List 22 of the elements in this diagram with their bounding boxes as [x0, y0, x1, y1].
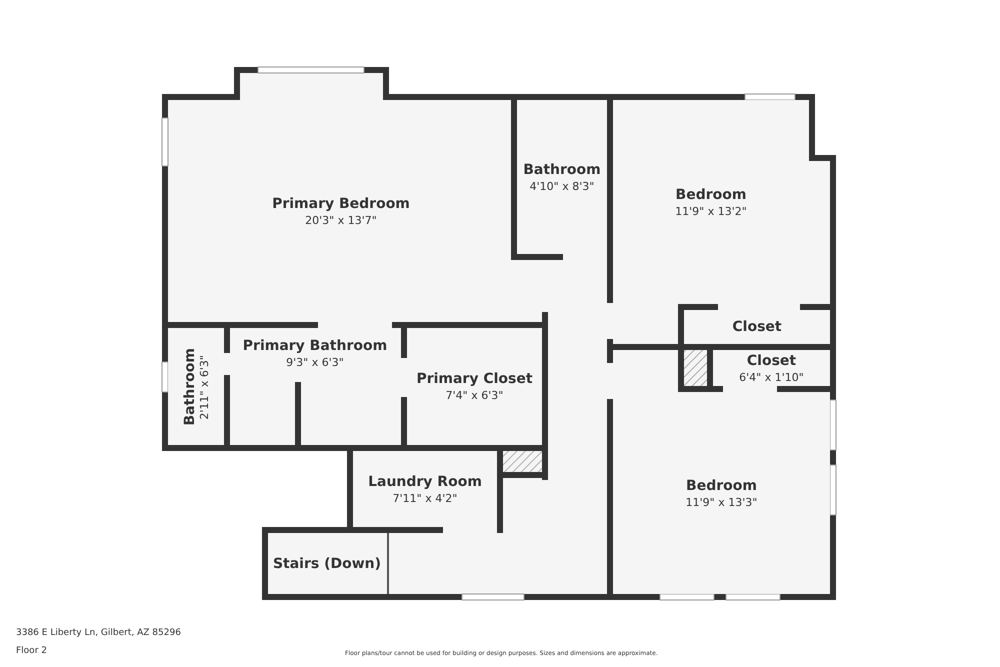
- room-name: Laundry Room: [368, 474, 482, 490]
- address-text: 3386 E Liberty Ln, Gilbert, AZ 85296: [16, 628, 181, 638]
- room-name: Bathroom: [182, 348, 198, 426]
- room-dimensions: 11'9" x 13'2": [675, 204, 747, 218]
- floor-label: Floor 2: [16, 646, 47, 656]
- room-name: Primary Bedroom: [272, 196, 410, 212]
- room-dimensions: 11'9" x 13'3": [686, 496, 758, 508]
- room-dimensions: 7'11" x 4'2": [392, 492, 458, 504]
- room-dimensions: 20'3" x 13'7": [305, 214, 377, 226]
- room-dimensions: 2'11" x 6'3": [198, 355, 210, 420]
- room-dimensions: 6'4" x 1'10": [739, 370, 804, 384]
- room-name: Bathroom: [523, 162, 601, 178]
- room-name: Primary Bathroom: [242, 338, 388, 354]
- room-name: Stairs (Down): [272, 556, 382, 572]
- room-name: Primary Closet: [416, 371, 533, 387]
- room-dimensions: 9'3" x 6'3": [286, 356, 344, 368]
- room-name: Bedroom: [686, 478, 757, 494]
- room-dimensions: 4'10" x 8'3": [530, 180, 594, 192]
- room-name: Bedroom: [676, 186, 746, 202]
- room-dimensions: 7'4" x 6'3": [446, 389, 504, 402]
- room-name: Closet: [746, 352, 796, 368]
- room-name: Closet: [732, 319, 782, 335]
